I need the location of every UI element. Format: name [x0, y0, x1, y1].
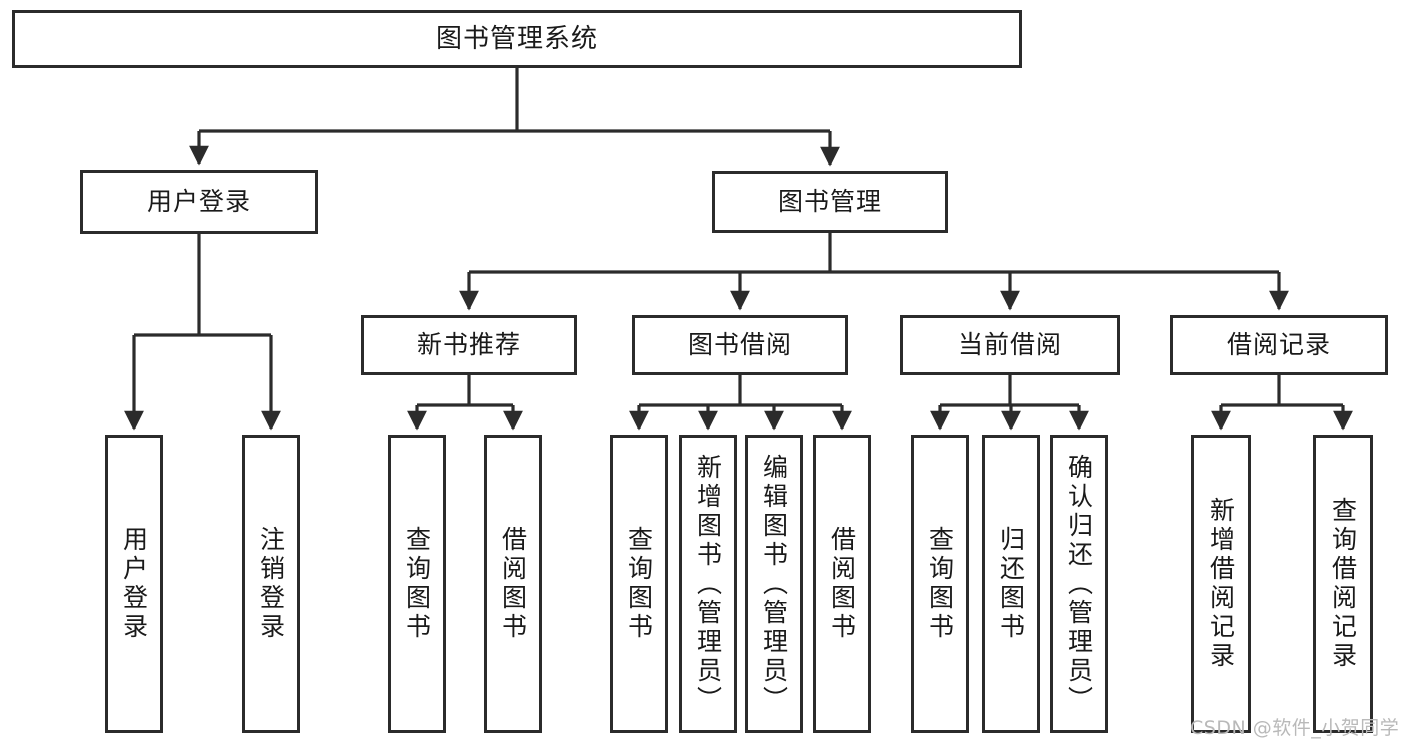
node-label: 图书管理: [777, 187, 882, 217]
leaf-return-book[interactable]: 归还图书: [982, 435, 1040, 733]
leaf-query-borrow-record[interactable]: 查询借阅记录: [1313, 435, 1373, 733]
leaf-edit-book-admin[interactable]: 编辑图书（管理员）: [745, 435, 803, 733]
node-book-borrow[interactable]: 图书借阅: [632, 315, 848, 375]
node-label: 查询图书: [402, 526, 432, 642]
node-label: 用户登录: [119, 526, 149, 642]
node-label: 编辑图书（管理员）: [759, 453, 789, 715]
node-label: 借阅图书: [827, 526, 857, 642]
node-user-login[interactable]: 用户登录: [80, 170, 318, 234]
node-label: 新增借阅记录: [1206, 497, 1236, 671]
node-label: 当前借阅: [957, 330, 1062, 360]
node-label: 查询图书: [624, 526, 654, 642]
leaf-borrow-book-2[interactable]: 借阅图书: [813, 435, 871, 733]
node-label: 确认归还（管理员）: [1064, 453, 1094, 715]
node-label: 查询图书: [925, 526, 955, 642]
leaf-add-borrow-record[interactable]: 新增借阅记录: [1191, 435, 1251, 733]
node-new-book-recommend[interactable]: 新书推荐: [361, 315, 577, 375]
node-borrow-record[interactable]: 借阅记录: [1170, 315, 1388, 375]
leaf-borrow-book-1[interactable]: 借阅图书: [484, 435, 542, 733]
leaf-query-book-1[interactable]: 查询图书: [388, 435, 446, 733]
node-label: 归还图书: [996, 526, 1026, 642]
leaf-logout[interactable]: 注销登录: [242, 435, 300, 733]
node-label: 借阅记录: [1226, 330, 1331, 360]
node-label: 图书管理系统: [435, 23, 598, 54]
node-label: 用户登录: [146, 187, 251, 217]
leaf-add-book-admin[interactable]: 新增图书（管理员）: [679, 435, 737, 733]
node-label: 图书借阅: [687, 330, 792, 360]
leaf-confirm-return-admin[interactable]: 确认归还（管理员）: [1050, 435, 1108, 733]
node-current-borrow[interactable]: 当前借阅: [900, 315, 1120, 375]
leaf-query-book-3[interactable]: 查询图书: [911, 435, 969, 733]
leaf-user-login[interactable]: 用户登录: [105, 435, 163, 733]
node-label: 注销登录: [256, 526, 286, 642]
csdn-watermark: CSDN @软件_小贺同学: [1190, 717, 1400, 739]
node-book-management[interactable]: 图书管理: [712, 171, 948, 233]
node-label: 借阅图书: [498, 526, 528, 642]
leaf-query-book-2[interactable]: 查询图书: [610, 435, 668, 733]
node-root-system[interactable]: 图书管理系统: [12, 10, 1022, 68]
node-label: 新增图书（管理员）: [693, 453, 723, 715]
node-label: 新书推荐: [416, 330, 521, 360]
node-label: 查询借阅记录: [1328, 497, 1358, 671]
